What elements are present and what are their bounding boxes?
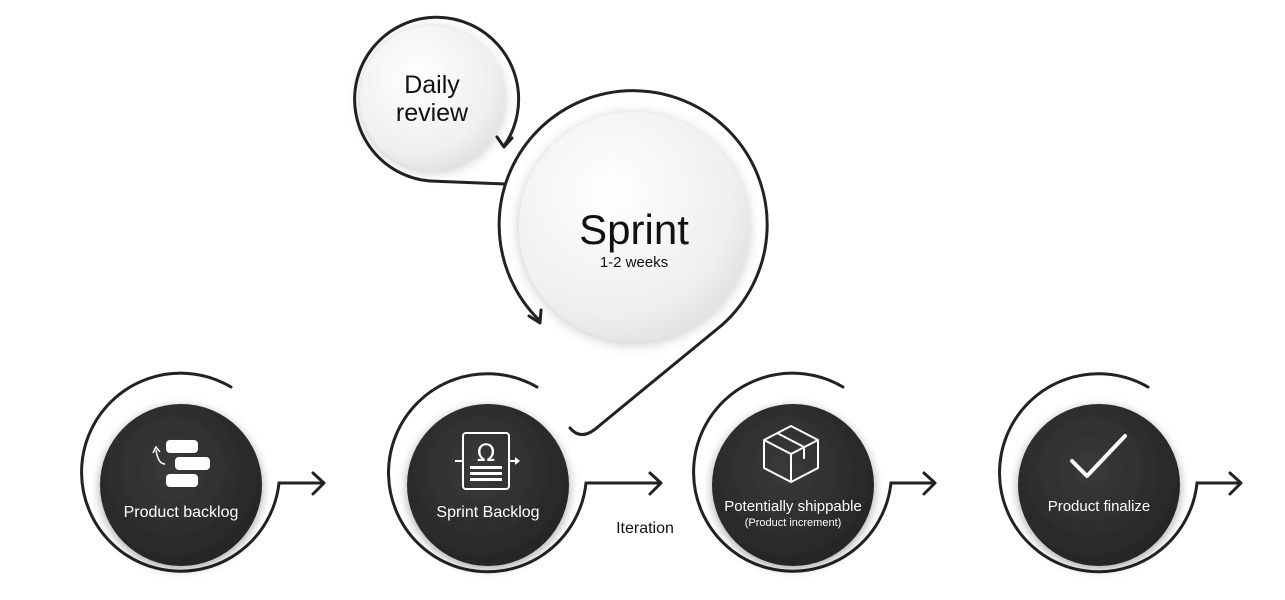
sprint-backlog-icon: Ω	[455, 432, 520, 490]
checkmark-icon	[1070, 434, 1127, 478]
sprint-to-backlog-connector	[568, 323, 724, 436]
product-backlog-label: Product backlog	[124, 504, 239, 521]
daily-review-label-line2: review	[396, 99, 469, 127]
product-finalize-arrow-icon	[1228, 471, 1243, 496]
daily-review-arrowhead	[495, 135, 514, 149]
product-backlog-arrow-icon	[311, 471, 326, 496]
sprint-loop-arc	[497, 89, 769, 327]
daily-review-loop-arc	[353, 15, 521, 183]
step-product-backlog: Product backlog	[80, 371, 326, 573]
step-product-finalize: Product finalize	[998, 372, 1243, 574]
step-potentially-shippable: Potentially shippable (Product increment…	[692, 371, 937, 573]
box-icon	[763, 425, 819, 483]
sprint-circle	[519, 112, 749, 342]
daily-review-group: Daily review	[353, 15, 521, 183]
sprint-duration: 1-2 weeks	[600, 254, 668, 271]
potentially-shippable-sublabel: (Product increment)	[745, 517, 842, 529]
daily-to-sprint-connector	[428, 179, 507, 186]
sprint-group: Sprint 1-2 weeks	[497, 89, 769, 342]
potentially-shippable-label: Potentially shippable	[724, 498, 862, 515]
sprint-backlog-ring	[387, 372, 662, 574]
potentially-shippable-circle	[712, 404, 874, 566]
backlog-icon	[152, 440, 210, 487]
step-sprint-backlog: Ω Sprint Backlog	[387, 372, 663, 574]
product-backlog-ring	[80, 371, 325, 573]
sprint-backlog-circle	[407, 404, 569, 566]
product-finalize-circle	[1018, 404, 1180, 566]
sprint-backlog-label: Sprint Backlog	[436, 504, 539, 521]
potentially-shippable-arrow-icon	[922, 471, 937, 496]
product-finalize-label: Product finalize	[1048, 498, 1151, 515]
sprint-arrowhead	[527, 308, 543, 325]
sprint-title: Sprint	[579, 206, 689, 253]
daily-review-label-line1: Daily	[404, 71, 460, 99]
daily-review-circle	[360, 26, 504, 170]
sprint-backlog-arrow-icon	[648, 471, 663, 496]
iteration-label: Iteration	[616, 520, 674, 537]
potentially-shippable-ring	[692, 371, 936, 573]
svg-text:Ω: Ω	[477, 439, 495, 467]
product-finalize-ring	[998, 372, 1242, 574]
